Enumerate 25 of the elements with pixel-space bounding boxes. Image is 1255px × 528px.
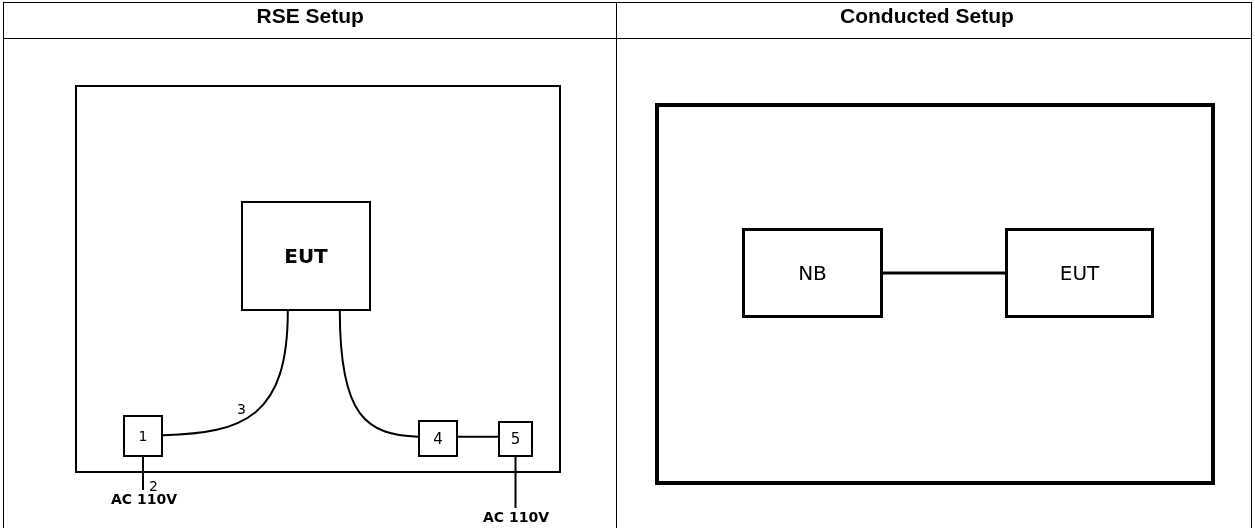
box-label: 4 [433, 429, 443, 448]
room-outline [75, 85, 561, 473]
cable-line [142, 456, 144, 491]
column-header: Conducted Setup [840, 4, 1014, 28]
cable-line [162, 310, 289, 437]
room-outline [655, 103, 1215, 485]
cable-line [457, 435, 499, 438]
equipment-box [418, 420, 458, 457]
equipment-box [241, 201, 371, 311]
equipment-box [1005, 228, 1154, 318]
box-label: 5 [510, 430, 521, 448]
edge-label: 3 [236, 402, 247, 417]
cable-line [514, 456, 517, 509]
box-label: NB [798, 261, 827, 285]
edge-label: 2 [148, 479, 159, 494]
equipment-box [123, 415, 163, 457]
equipment-box [742, 228, 883, 318]
cable-line [338, 310, 419, 438]
box-label: EUT [284, 244, 328, 268]
box-label: EUT [1059, 261, 1100, 285]
power-label: AC 110V [478, 508, 554, 526]
cable-line [883, 271, 1005, 275]
column-header: RSE Setup [256, 4, 364, 28]
equipment-box [498, 421, 533, 457]
box-label: 1 [138, 428, 148, 444]
